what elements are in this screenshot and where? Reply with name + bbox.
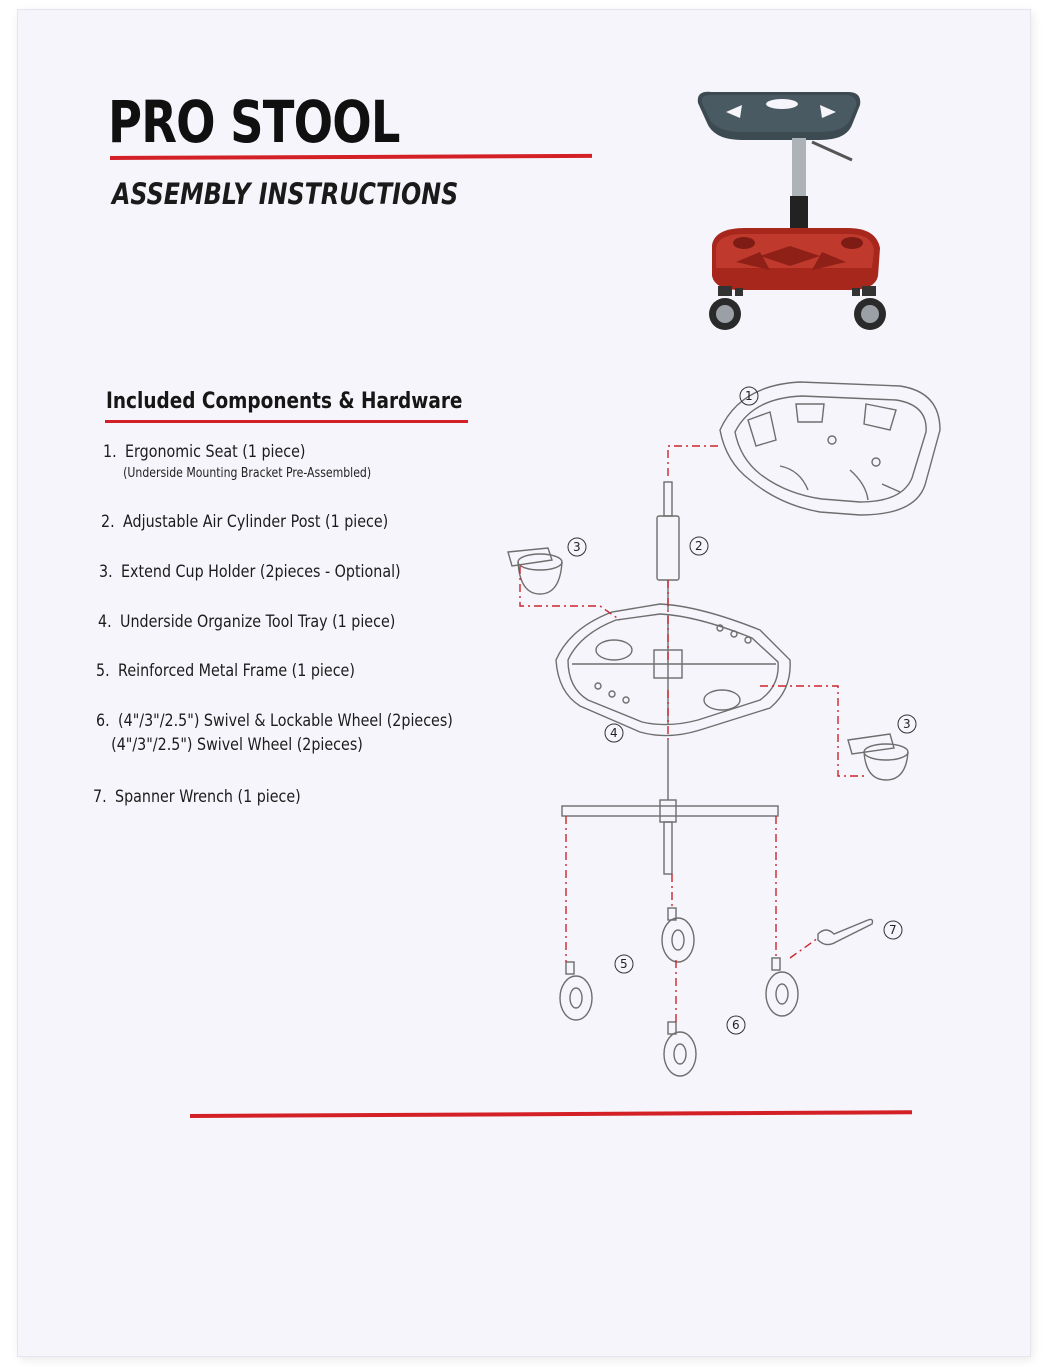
svg-text:5: 5 — [620, 957, 628, 971]
svg-text:1: 1 — [745, 389, 753, 403]
item-label: Adjustable Air Cylinder Post (1 piece) — [123, 512, 389, 532]
callout-7: 7 — [883, 920, 903, 940]
callout-2: 2 — [689, 536, 709, 556]
callout-markers: 1 2 3 3 4 5 6 7 — [567, 386, 917, 1035]
svg-text:4: 4 — [610, 726, 618, 740]
item-label: Ergonomic Seat (1 piece) — [125, 442, 306, 462]
air-cylinder-drawing — [656, 481, 680, 610]
callout-4: 4 — [604, 723, 624, 743]
list-item: 1. Ergonomic Seat (1 piece) (Underside Mo… — [103, 442, 371, 481]
wheel-drawing — [663, 1021, 697, 1077]
callout-1: 1 — [739, 386, 759, 406]
svg-text:6: 6 — [732, 1018, 740, 1032]
list-item: 7. Spanner Wrench (1 piece) — [93, 787, 301, 807]
wheel-drawing — [559, 961, 593, 1021]
svg-text:3: 3 — [903, 717, 911, 731]
tool-tray-drawing — [555, 603, 791, 737]
item-number: 7. — [93, 787, 107, 807]
callout-5: 5 — [614, 954, 634, 974]
item-label-secondary: (4"/3"/2.5") Swivel Wheel (2pieces) — [111, 735, 363, 755]
list-item: 5. Reinforced Metal Frame (1 piece) — [96, 661, 355, 681]
assembly-guide-lines — [519, 445, 864, 1022]
svg-text:2: 2 — [695, 539, 703, 553]
item-number: 1. — [103, 442, 117, 462]
page-subtitle: ASSEMBLY INSTRUCTIONS — [112, 177, 459, 211]
item-number: 6. — [96, 711, 110, 731]
item-note: (Underside Mounting Bracket Pre-Assemble… — [123, 466, 372, 481]
metal-frame-drawing — [561, 740, 779, 875]
cup-holder-drawing — [847, 733, 909, 781]
cup-holder-drawing — [507, 547, 563, 595]
product-image-stool — [697, 91, 886, 330]
item-number: 2. — [101, 512, 115, 532]
item-label: (4"/3"/2.5") Swivel & Lockable Wheel (2p… — [118, 711, 453, 731]
item-number: 3. — [99, 562, 113, 582]
callout-3: 3 — [567, 537, 587, 557]
list-item: 3. Extend Cup Holder (2pieces - Optional) — [99, 562, 401, 582]
components-divider — [105, 420, 468, 423]
svg-text:7: 7 — [889, 923, 897, 937]
wheel-drawing — [765, 957, 799, 1017]
item-label: Reinforced Metal Frame (1 piece) — [118, 661, 355, 681]
item-number: 5. — [96, 661, 110, 681]
list-item: 4. Underside Organize Tool Tray (1 piece) — [98, 612, 395, 632]
callout-3: 3 — [897, 714, 917, 734]
item-number: 4. — [98, 612, 112, 632]
components-heading: Included Components & Hardware — [106, 389, 463, 414]
seat-drawing — [719, 381, 941, 516]
wheel-drawing — [661, 907, 695, 963]
callout-6: 6 — [726, 1015, 746, 1035]
spanner-wrench-drawing — [817, 918, 874, 946]
item-label: Underside Organize Tool Tray (1 piece) — [120, 612, 396, 632]
item-label: Spanner Wrench (1 piece) — [115, 787, 301, 807]
page-title: PRO STOOL — [108, 88, 400, 156]
list-item: 2. Adjustable Air Cylinder Post (1 piece) — [101, 512, 388, 532]
list-item: 6. (4"/3"/2.5") Swivel & Lockable Wheel (… — [96, 711, 453, 755]
item-label: Extend Cup Holder (2pieces - Optional) — [121, 562, 401, 582]
svg-text:3: 3 — [573, 540, 581, 554]
